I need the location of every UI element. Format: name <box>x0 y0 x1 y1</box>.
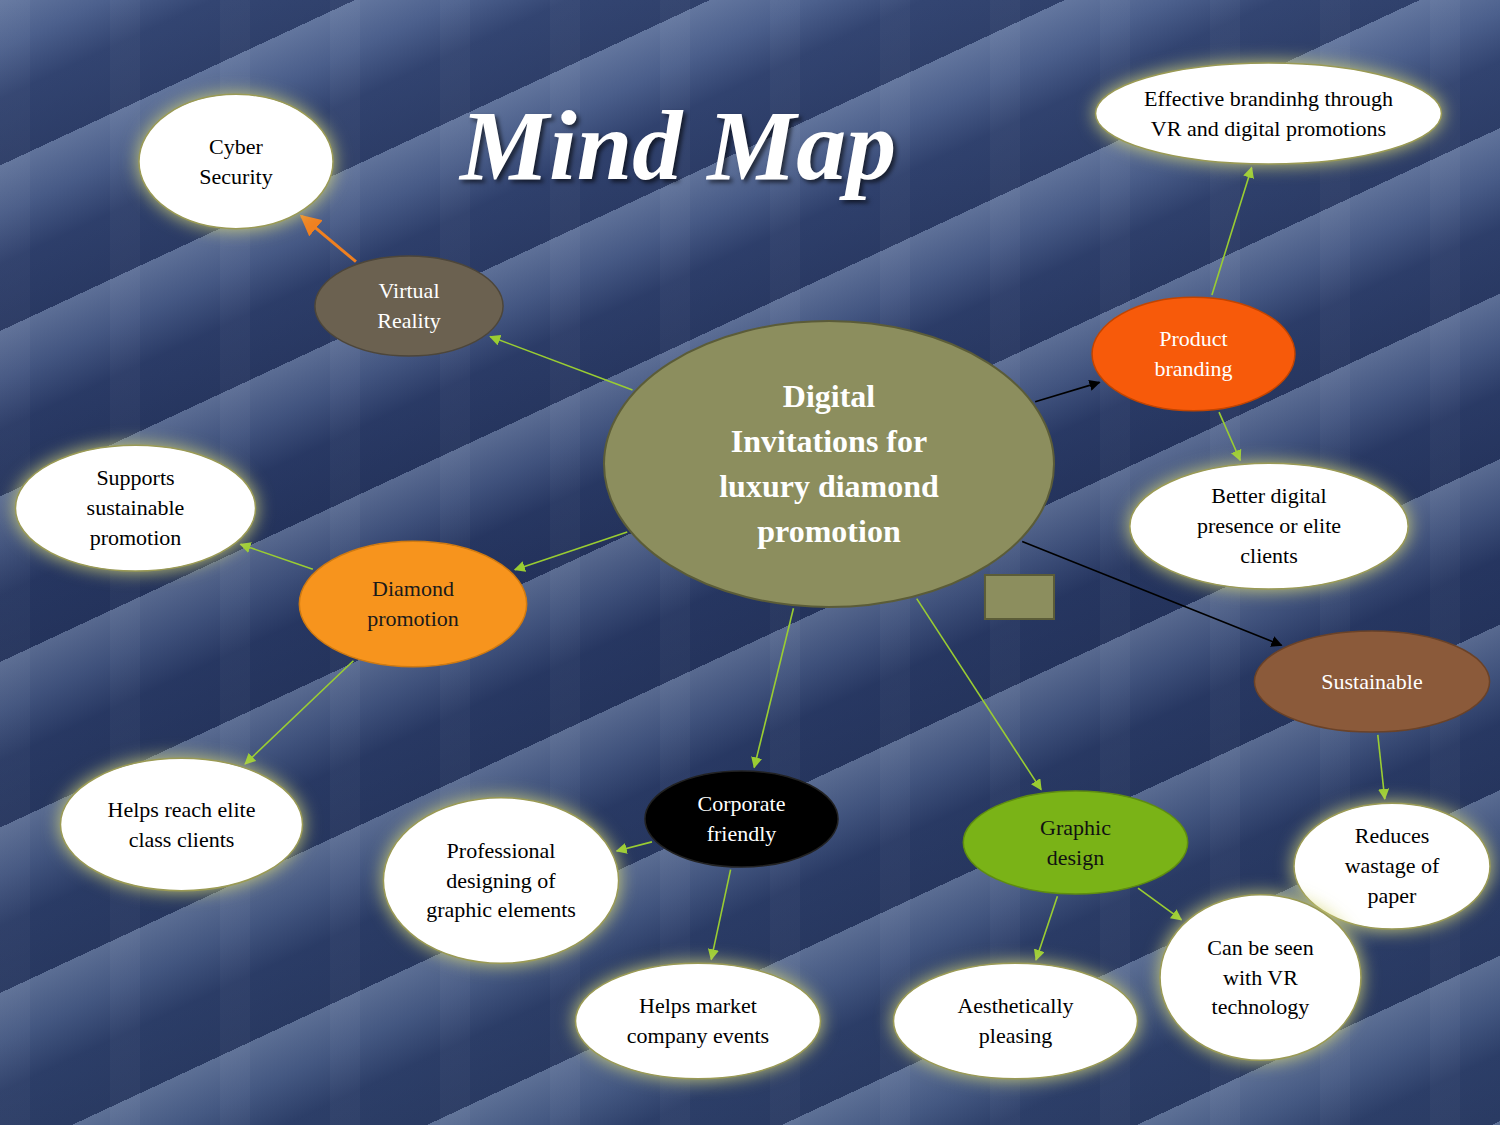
node-label: Reduces wastage of paper <box>1325 821 1460 910</box>
leaf-node: Effective brandinhg through VR and digit… <box>1092 62 1445 165</box>
node-label: Effective brandinhg through VR and digit… <box>1144 84 1394 143</box>
connector-arrow <box>1035 382 1099 401</box>
node-label: Virtual Reality <box>354 276 464 335</box>
node-label: Graphic design <box>1021 813 1131 872</box>
connector-arrow <box>1036 896 1057 960</box>
leaf-node: Helps reach elite class clients <box>58 757 305 892</box>
leaf-node: Supports sustainable promotion <box>13 444 258 572</box>
branch-node: Virtual Reality <box>313 255 505 357</box>
connector-arrow <box>711 870 730 960</box>
branch-node: Graphic design <box>961 790 1190 895</box>
node-label: Helps market company events <box>618 991 778 1050</box>
ellipse-shape <box>891 962 1140 1080</box>
connector-arrow <box>490 337 632 391</box>
node-label: Aesthetically pleasing <box>936 991 1096 1050</box>
node-label: Professional designing of graphic elemen… <box>421 836 581 925</box>
leaf-node: Helps market company events <box>573 962 823 1080</box>
connector-arrow <box>515 532 627 570</box>
ellipse-shape <box>961 790 1190 895</box>
node-label: Cyber Security <box>181 132 291 191</box>
leaf-node: Reduces wastage of paper <box>1292 802 1492 930</box>
node-label: Sustainable <box>1297 667 1447 697</box>
ellipse-shape <box>58 757 305 892</box>
connector-arrow <box>1212 168 1252 295</box>
central-topic: Digital Invitations for luxury diamond p… <box>603 320 1055 620</box>
node-label: Corporate friendly <box>677 789 807 848</box>
connector-arrow <box>917 599 1041 790</box>
leaf-node: Can be seen with VR technology <box>1158 893 1363 1062</box>
branch-node: Sustainable <box>1252 630 1492 733</box>
node-label: Helps reach elite class clients <box>107 795 257 854</box>
branch-node: Product branding <box>1090 296 1297 412</box>
ellipse-shape <box>643 770 840 868</box>
diagram-title: Mind Map <box>460 88 896 203</box>
ellipse-shape <box>573 962 823 1080</box>
connector-arrow <box>617 842 652 851</box>
leaf-node: Better digital presence or elite clients <box>1127 462 1411 590</box>
branch-node: Corporate friendly <box>643 770 840 868</box>
branch-node: Diamond promotion <box>297 540 529 668</box>
node-label: Digital Invitations for luxury diamond p… <box>709 374 949 553</box>
node-label: Supports sustainable promotion <box>56 463 216 552</box>
connector-arrow <box>1378 735 1385 799</box>
connector-arrow <box>1138 888 1181 920</box>
connector-arrow <box>301 216 355 262</box>
leaf-node: Professional designing of graphic elemen… <box>381 796 621 965</box>
connector-arrow <box>754 608 793 767</box>
ellipse-shape <box>137 93 335 230</box>
ellipse-shape <box>1090 296 1297 412</box>
connector-arrow <box>245 661 353 764</box>
ellipse-shape <box>297 540 529 668</box>
ellipse-shape <box>1092 62 1445 165</box>
ellipse-shape <box>313 255 505 357</box>
node-label: Better digital presence or elite clients <box>1172 481 1367 570</box>
leaf-node: Aesthetically pleasing <box>891 962 1140 1080</box>
node-label: Can be seen with VR technology <box>1198 933 1323 1022</box>
leaf-node: Cyber Security <box>137 93 335 230</box>
connector-arrow <box>1219 412 1240 460</box>
node-label: Product branding <box>1134 324 1254 383</box>
connector-arrow <box>241 544 313 569</box>
node-label: Diamond promotion <box>343 574 483 633</box>
